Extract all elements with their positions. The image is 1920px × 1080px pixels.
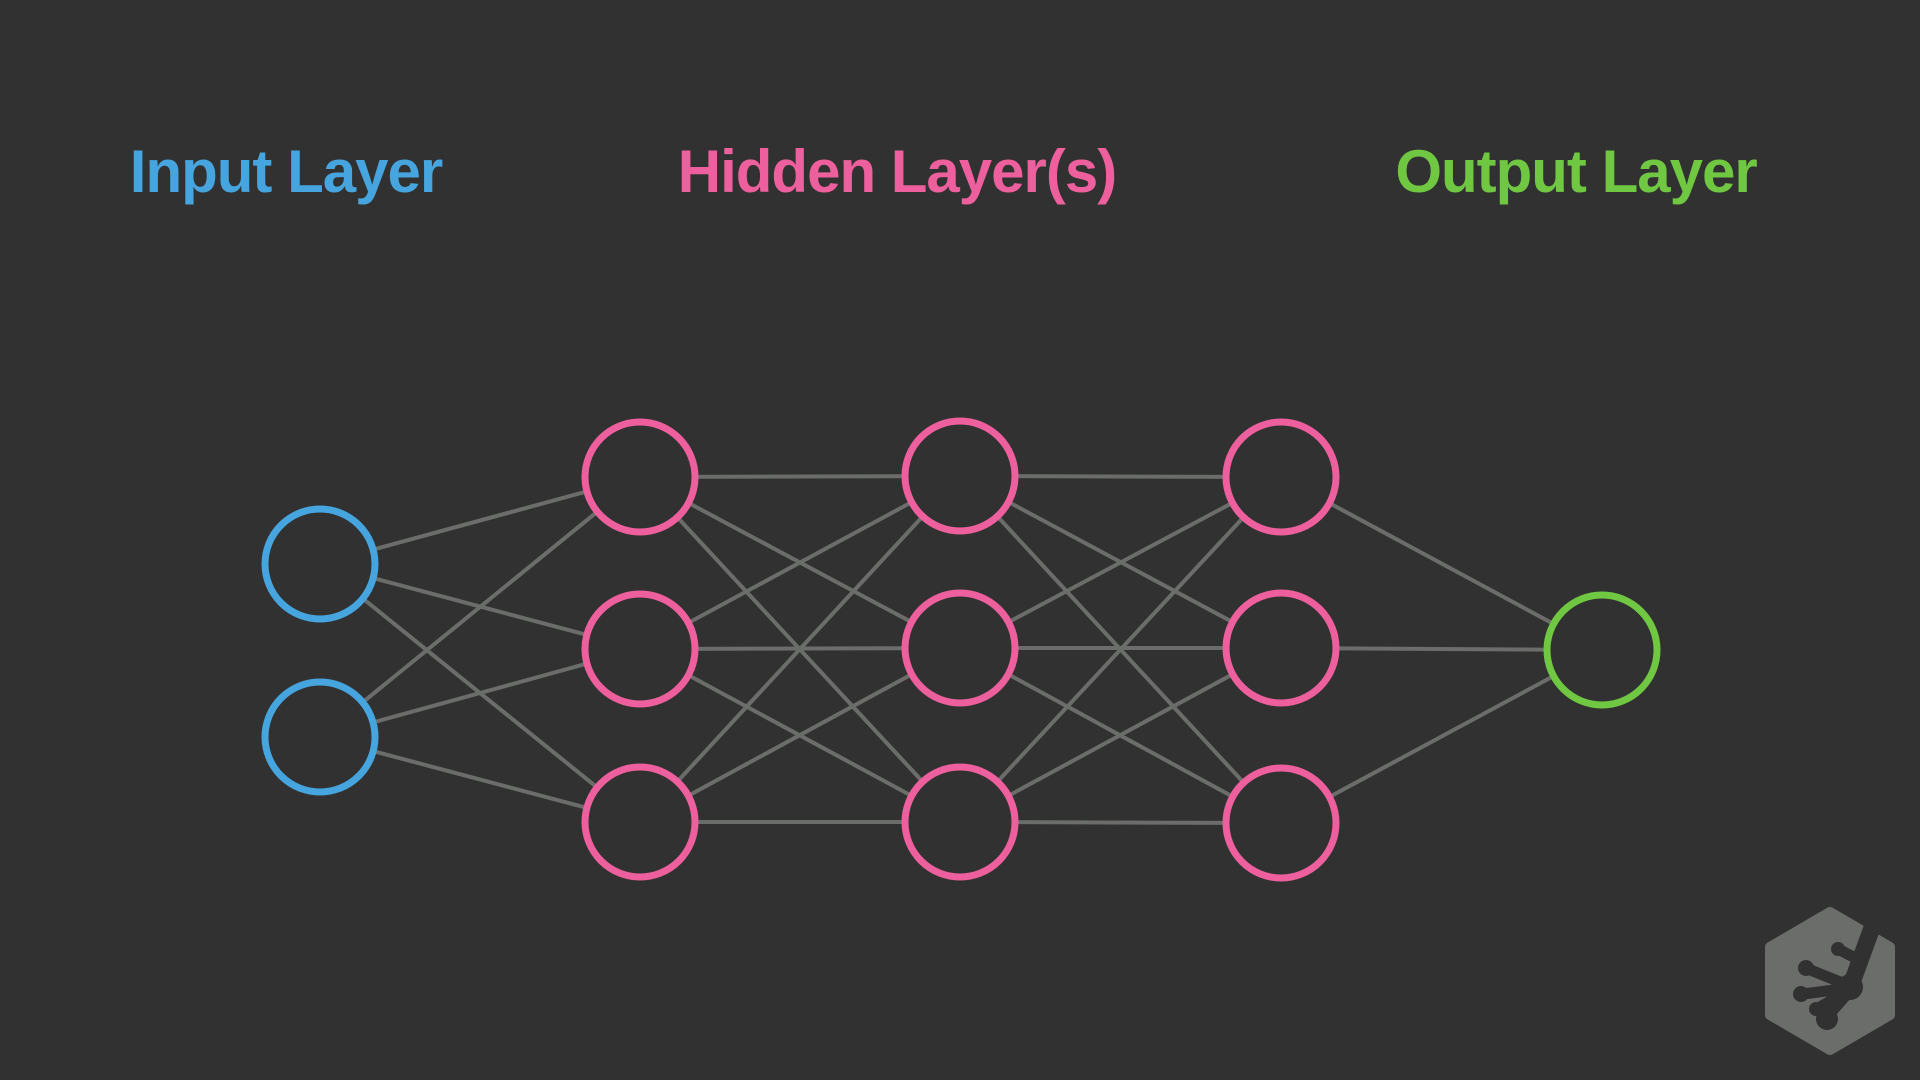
output-layer-title: Output Layer — [1395, 138, 1757, 205]
nodes-group — [261, 417, 1661, 882]
hidden-layer-2-node — [901, 417, 1019, 535]
output-layer-node — [1543, 591, 1661, 709]
hidden-layer-3-node — [1222, 589, 1340, 707]
hidden-layer-1-node — [581, 418, 699, 536]
treehouse-logo — [1765, 907, 1895, 1055]
hidden-layer-2-node — [901, 589, 1019, 707]
hidden-layer-2-node — [901, 763, 1019, 881]
edge-hidden-layer-1-to-hidden-layer-2 — [639, 474, 961, 651]
input-layer-node — [261, 505, 379, 623]
hidden-layer-3-node — [1222, 764, 1340, 882]
hidden-layer-3-node — [1222, 418, 1340, 536]
edge-input-layer-to-hidden-layer-1 — [318, 475, 642, 739]
edge-hidden-layer-1-to-hidden-layer-2 — [639, 646, 961, 824]
edge-hidden-layer-3-to-output-layer — [1280, 475, 1603, 652]
edge-hidden-layer-1-to-hidden-layer-2 — [638, 474, 962, 824]
edge-hidden-layer-2-to-hidden-layer-3 — [958, 475, 1283, 824]
input-layer-node — [261, 678, 379, 796]
hidden-layer-1-node — [581, 763, 699, 881]
hidden-layer-title: Hidden Layer(s) — [677, 138, 1117, 205]
edge-hidden-layer-2-to-hidden-layer-3 — [959, 475, 1282, 650]
input-layer-title: Input Layer — [129, 138, 443, 205]
edge-hidden-layer-3-to-output-layer — [1280, 648, 1603, 825]
hidden-layer-1-node — [581, 590, 699, 708]
frog-foot-toes — [1793, 942, 1863, 1030]
edge-hidden-layer-2-to-hidden-layer-3 — [959, 646, 1282, 824]
